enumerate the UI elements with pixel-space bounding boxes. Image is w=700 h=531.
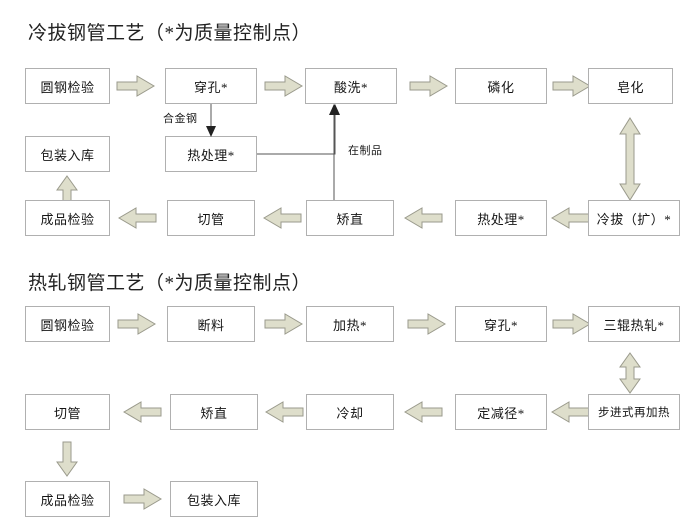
connector-straightening-to-pickling bbox=[329, 104, 339, 201]
node-hot-straightening[interactable]: 矫直 bbox=[170, 394, 258, 430]
arrow-right-hot-2 bbox=[264, 313, 303, 335]
node-cold-piercing[interactable]: 穿孔* bbox=[165, 68, 257, 104]
node-hot-cutting-stock[interactable]: 断料 bbox=[167, 306, 255, 342]
arrow-left-cold-3 bbox=[404, 207, 443, 229]
node-hot-tube-cutting[interactable]: 切管 bbox=[25, 394, 110, 430]
node-cold-heat-treatment-lower[interactable]: 热处理* bbox=[455, 200, 547, 236]
connector-piercing-to-heat-treatment bbox=[206, 104, 216, 137]
node-cold-phosphating[interactable]: 磷化 bbox=[455, 68, 547, 104]
node-hot-piercing[interactable]: 穿孔* bbox=[455, 306, 547, 342]
section-title-cold-drawn: 冷拔钢管工艺（*为质量控制点） bbox=[28, 23, 312, 44]
arrow-left-hot-1 bbox=[123, 401, 162, 423]
arrow-left-hot-3 bbox=[404, 401, 443, 423]
node-cold-heat-treatment-upper[interactable]: 热处理* bbox=[165, 136, 257, 172]
arrow-vertical-double-hot bbox=[619, 352, 641, 394]
arrow-left-cold-1 bbox=[118, 207, 157, 229]
node-cold-tube-cutting[interactable]: 切管 bbox=[167, 200, 255, 236]
arrow-down-hot-cutting-to-final bbox=[56, 441, 78, 477]
node-cold-pickling[interactable]: 酸洗* bbox=[305, 68, 397, 104]
arrow-right-cold-1 bbox=[116, 75, 155, 97]
node-cold-saponification[interactable]: 皂化 bbox=[588, 68, 673, 104]
node-hot-sizing-reducing[interactable]: 定减径* bbox=[455, 394, 547, 430]
node-cold-packaging-warehouse[interactable]: 包装入库 bbox=[25, 136, 110, 172]
arrow-right-hot-4 bbox=[552, 313, 591, 335]
arrow-right-hot-3 bbox=[407, 313, 446, 335]
section-title-hot-rolled: 热轧钢管工艺（*为质量控制点） bbox=[28, 273, 312, 294]
arrow-right-hot-final bbox=[123, 488, 162, 510]
node-hot-cooling[interactable]: 冷却 bbox=[306, 394, 394, 430]
arrow-vertical-double-cold bbox=[619, 117, 641, 201]
node-cold-round-steel-inspection[interactable]: 圆钢检验 bbox=[25, 68, 110, 104]
arrow-left-cold-2 bbox=[263, 207, 302, 229]
node-cold-final-inspection[interactable]: 成品检验 bbox=[25, 200, 110, 236]
node-hot-final-inspection[interactable]: 成品检验 bbox=[25, 481, 110, 517]
node-cold-straightening[interactable]: 矫直 bbox=[306, 200, 394, 236]
arrow-right-cold-4 bbox=[552, 75, 591, 97]
arrow-left-hot-2 bbox=[265, 401, 304, 423]
node-hot-packaging-warehouse[interactable]: 包装入库 bbox=[170, 481, 258, 517]
node-hot-walking-beam-reheating[interactable]: 步进式再加热 bbox=[588, 394, 680, 430]
arrow-right-hot-1 bbox=[117, 313, 156, 335]
arrow-left-cold-4 bbox=[551, 207, 590, 229]
arrow-right-cold-2 bbox=[264, 75, 303, 97]
edge-label-work-in-progress: 在制品 bbox=[348, 145, 383, 157]
arrow-right-cold-3 bbox=[409, 75, 448, 97]
node-hot-three-roll-rolling[interactable]: 三辊热轧* bbox=[588, 306, 680, 342]
node-hot-heating[interactable]: 加热* bbox=[306, 306, 394, 342]
edge-label-alloy-steel: 合金钢 bbox=[163, 113, 198, 125]
node-hot-round-steel-inspection[interactable]: 圆钢检验 bbox=[25, 306, 110, 342]
node-cold-drawing-expanding[interactable]: 冷拔（扩）* bbox=[588, 200, 680, 236]
arrow-left-hot-4 bbox=[551, 401, 590, 423]
